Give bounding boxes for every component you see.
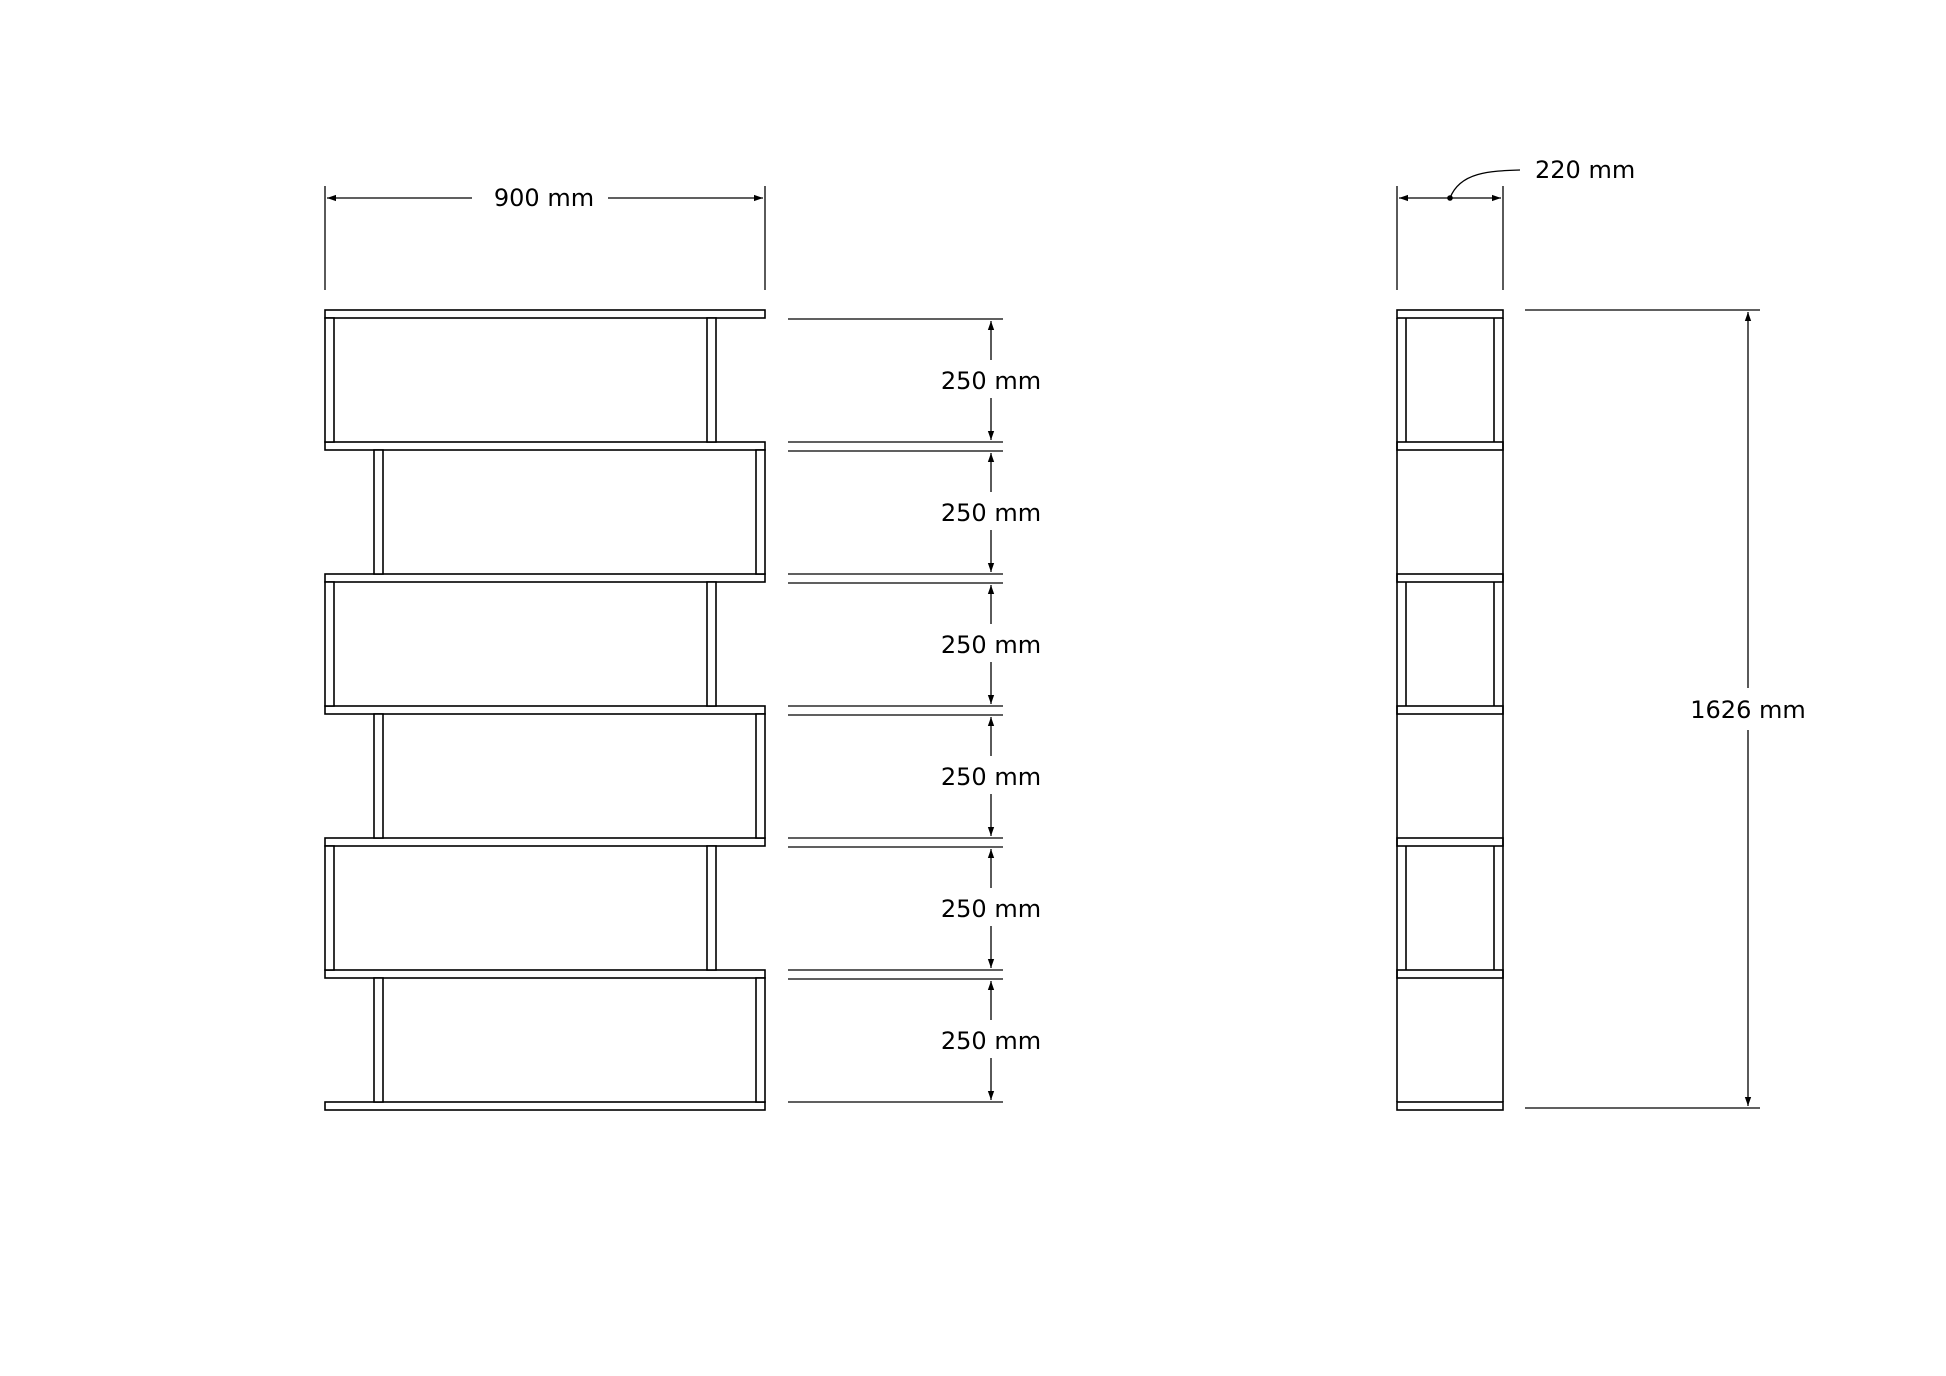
spacing-label-6: 250 mm <box>941 1027 1041 1055</box>
front-view: 900 mm <box>324 184 1041 1111</box>
spacing-dimensions: 250 mm 250 mm 250 mm 250 mm 250 mm 250 m… <box>788 318 1041 1103</box>
width-label: 900 mm <box>494 184 594 212</box>
side-view: 220 mm 1626 mm <box>1396 156 1806 1111</box>
spacing-label-4: 250 mm <box>941 763 1041 791</box>
spacing-label-3: 250 mm <box>941 631 1041 659</box>
depth-label: 220 mm <box>1535 156 1635 184</box>
height-label: 1626 mm <box>1690 696 1805 724</box>
spacing-label-2: 250 mm <box>941 499 1041 527</box>
width-dimension: 900 mm <box>324 184 766 290</box>
bookshelf-side <box>1396 309 1504 1111</box>
spacing-label-1: 250 mm <box>941 367 1041 395</box>
height-dimension: 1626 mm <box>1525 309 1806 1109</box>
spacing-label-5: 250 mm <box>941 895 1041 923</box>
bookshelf-front <box>324 309 766 1111</box>
depth-dimension: 220 mm <box>1396 156 1635 290</box>
